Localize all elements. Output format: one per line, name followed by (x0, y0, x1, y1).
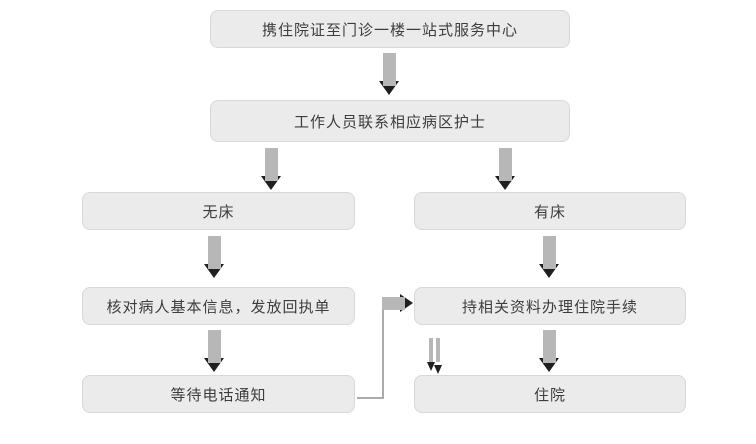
arrow-no-bed-to-verify (204, 236, 225, 278)
node-no-bed-label: 无床 (202, 203, 235, 221)
arrow-step2-to-no-bed (261, 148, 282, 190)
node-wait-call-label: 等待电话通知 (170, 386, 267, 404)
arrow-shaft (543, 236, 556, 269)
arrow-procedure-to-admit (539, 330, 560, 372)
node-service-center: 携住院证至门诊一楼一站式服务中心 (206, 10, 571, 54)
arrow-has-bed-to-procedure (539, 236, 560, 278)
node-verify-info-label: 核对病人基本信息，发放回执单 (106, 298, 331, 316)
connector-wait-to-procedure-vertical (382, 309, 384, 399)
node-has-bed: 有床 (410, 192, 687, 236)
node-contact-nurse-label: 工作人员联系相应病区护士 (293, 113, 486, 131)
arrow-shaft (265, 148, 278, 181)
arrow-step2-to-has-bed (495, 148, 516, 190)
node-service-center-label: 携住院证至门诊一楼一站式服务中心 (261, 21, 518, 39)
node-admitted-label: 住院 (533, 386, 566, 404)
arrow-shaft (208, 330, 221, 363)
node-has-bed-label: 有床 (533, 203, 566, 221)
connector-wait-to-procedure-horizontal (357, 397, 384, 399)
arrow-step1-to-step2 (379, 53, 400, 95)
arrow-shaft (382, 297, 405, 310)
node-admission-procedure: 持相关资料办理住院手续 (410, 287, 687, 331)
arrow-shaft (383, 53, 396, 86)
arrow-verify-to-wait (204, 330, 225, 372)
arrow-shaft (543, 330, 556, 363)
double-arrow-icon (427, 338, 442, 374)
arrow-shaft (208, 236, 221, 269)
node-no-bed: 无床 (78, 192, 356, 236)
arrow-shaft (499, 148, 512, 181)
node-admission-procedure-label: 持相关资料办理住院手续 (461, 298, 638, 316)
node-wait-call: 等待电话通知 (78, 375, 356, 419)
node-contact-nurse: 工作人员联系相应病区护士 (206, 100, 571, 148)
arrow-wait-to-procedure (382, 294, 413, 312)
node-admitted: 住院 (410, 375, 687, 419)
node-verify-info: 核对病人基本信息，发放回执单 (78, 287, 356, 331)
